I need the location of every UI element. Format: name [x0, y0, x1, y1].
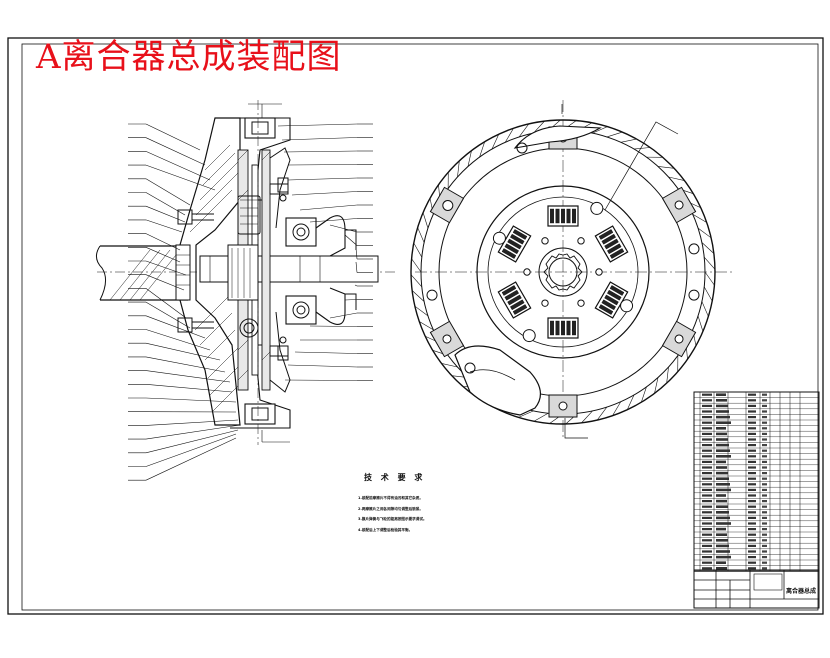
leader-line — [146, 430, 238, 453]
requirement-line: 1.装配前摩擦片不得有油污和其它杂质。 — [358, 493, 498, 504]
leader-line — [146, 384, 232, 392]
leader-line — [146, 124, 200, 150]
title-block-name: 离合器总成 — [786, 586, 816, 595]
requirement-line: 3.膜片弹簧与飞轮的距离按图示要求调试。 — [358, 514, 498, 525]
leader-line — [146, 330, 210, 351]
technical-requirements-heading: 技 术 要 求 — [364, 472, 498, 483]
leader-line — [146, 425, 240, 439]
leader-line — [146, 398, 236, 402]
requirement-line: 4.装配后上下调整后检验其平衡。 — [358, 525, 498, 536]
leader-line — [146, 343, 220, 360]
technical-requirements: 技 术 要 求 1.装配前摩擦片不得有油污和其它杂质。 2.两摩擦片之间各间隙均… — [358, 472, 498, 535]
leader-line — [146, 234, 180, 250]
clutch-front-view — [411, 100, 735, 440]
requirement-line: 2.两摩擦片之间各间隙均匀调整后锁紧。 — [358, 504, 498, 515]
parts-list-table — [694, 392, 819, 571]
drawing-title: A离合器总成装配图 — [36, 40, 342, 74]
leader-line — [146, 357, 225, 372]
leader-line — [146, 138, 205, 165]
leader-line — [146, 220, 182, 232]
leader-line — [146, 371, 230, 382]
leader-line — [146, 434, 236, 467]
leader-line — [146, 151, 210, 180]
leader-line — [146, 247, 180, 262]
leader-line — [146, 438, 236, 480]
clutch-section-view — [96, 100, 395, 445]
leader-line — [146, 193, 185, 216]
leader-line — [146, 179, 190, 205]
leader-line — [146, 206, 185, 222]
